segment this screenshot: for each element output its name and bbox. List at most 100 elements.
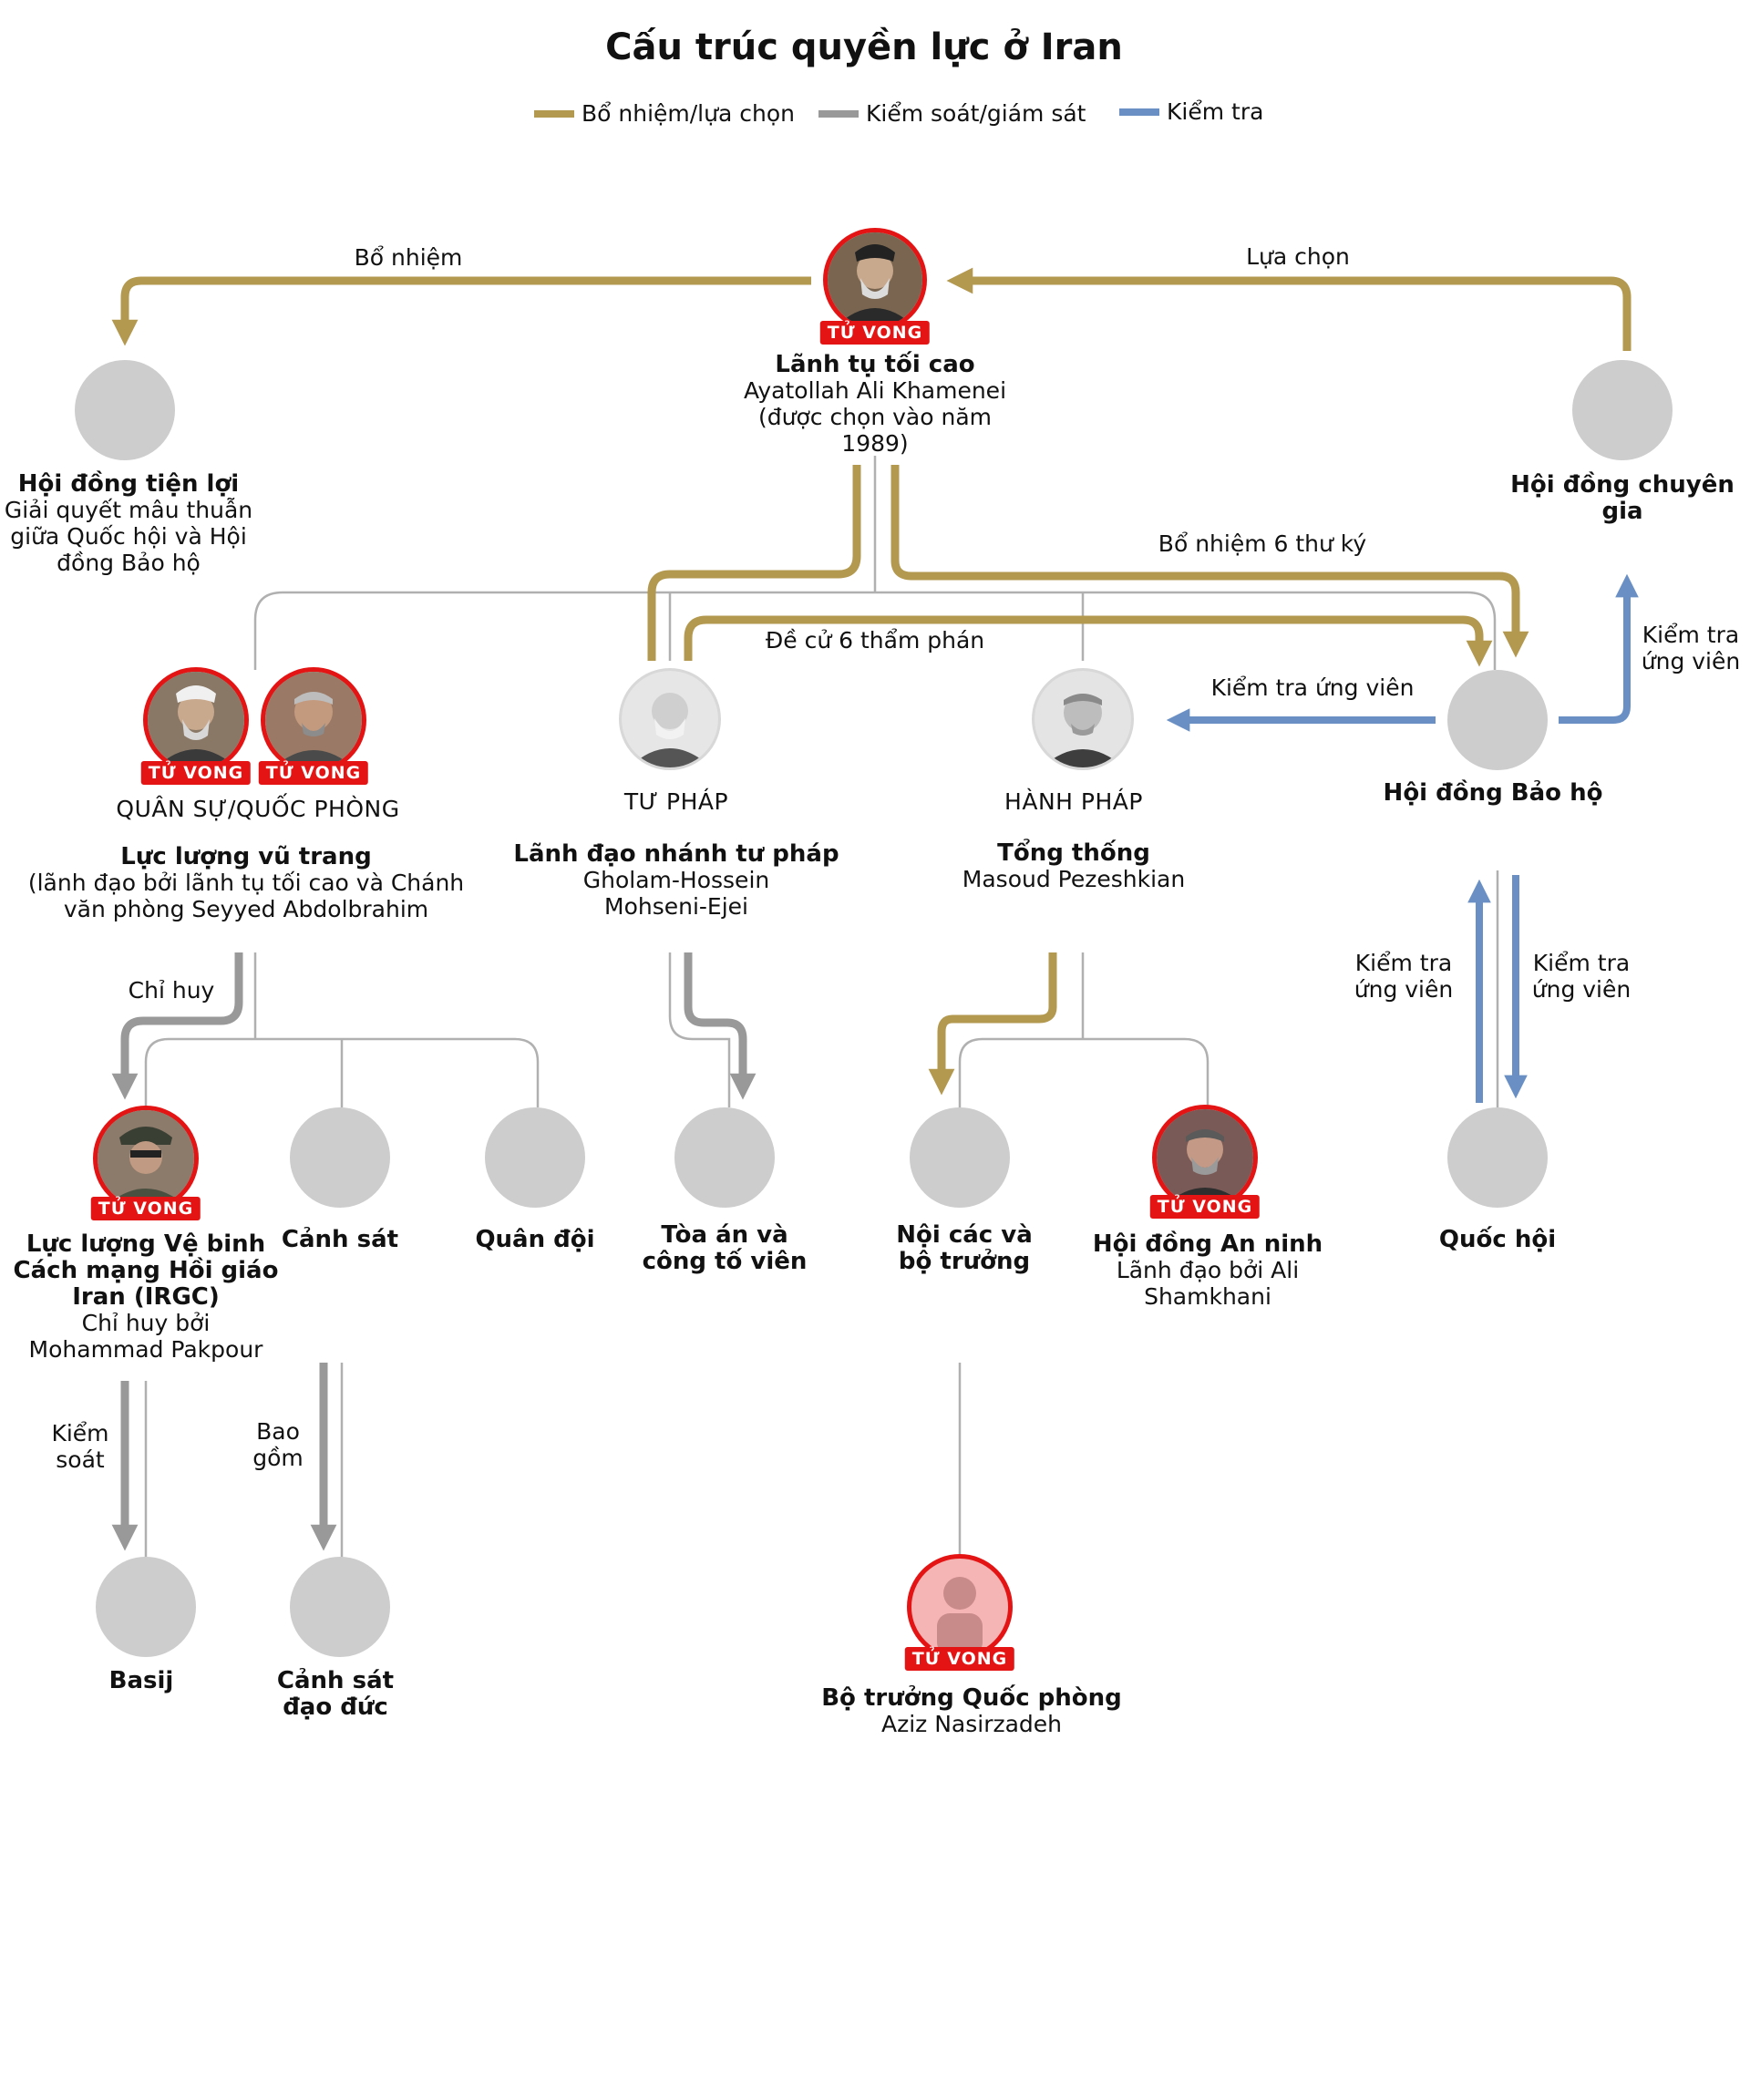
irgc-title-3: Iran (IRGC) [72, 1283, 220, 1311]
expediency-council-title: Hội đồng tiện lợi [17, 470, 240, 498]
portrait-icon [1157, 1109, 1253, 1206]
supreme-leader-photo [823, 228, 927, 332]
judiciary-chief-photo [619, 668, 721, 770]
control-lines [111, 952, 757, 1551]
president-photo [1032, 668, 1134, 770]
guardian-council-circle [1447, 670, 1548, 770]
basij-title: Basij [108, 1667, 174, 1694]
category-military: QUÂN SỰ/QUỐC PHÒNG [116, 796, 400, 822]
armed-forces-desc-2: văn phòng Seyyed Abdolbrahim [63, 896, 429, 922]
irgc-desc-1: Chỉ huy bởi [81, 1310, 211, 1336]
judiciary-chief-name-2: Mohseni-Ejei [604, 893, 748, 920]
armed-forces-desc-1: (lãnh đạo bởi lãnh tụ tối cao và Chánh [27, 870, 465, 896]
cabinet-title-2: bộ trưởng [898, 1248, 1031, 1275]
security-council-desc-1: Lãnh đạo bởi Ali [1116, 1257, 1300, 1283]
portrait-icon [148, 672, 244, 768]
president-name: Masoud Pezeshkian [962, 866, 1186, 892]
legend-swatch-check [1119, 108, 1159, 116]
army-title: Quân đội [475, 1226, 595, 1253]
supreme-leader-note: (được chọn vào năm [757, 404, 993, 430]
legend-appoint: Bổ nhiệm/lựa chọn [534, 100, 795, 127]
legend-label-check: Kiểm tra [1167, 98, 1264, 125]
portrait-icon [1035, 671, 1131, 767]
legend-label-control: Kiểm soát/giám sát [866, 100, 1086, 127]
defense-minister-photo [907, 1554, 1013, 1660]
irgc-title-2: Cách mạng Hồi giáo [13, 1257, 279, 1284]
irgc-title-1: Lực lượng Vệ binh [26, 1230, 266, 1258]
legend-swatch-control [818, 109, 859, 118]
armed-forces-title: Lực lượng vũ trang [120, 843, 372, 870]
hierarchy-lines [144, 456, 1499, 1559]
morality-police-title-2: đạo đức [283, 1693, 388, 1721]
check-lines [1166, 573, 1639, 1103]
expediency-council-desc-1: Giải quyết mâu thuẫn [4, 497, 253, 523]
label-include-2: gồm [252, 1445, 304, 1471]
defense-minister-name: Aziz Nasirzadeh [880, 1711, 1063, 1737]
label-include-1: Bao [256, 1418, 300, 1445]
label-vet-left-1: Kiểm tra [1354, 950, 1453, 976]
label-vet-left-2: ứng viên [1354, 976, 1454, 1003]
category-judiciary: TƯ PHÁP [623, 788, 729, 815]
person-placeholder-icon [937, 1577, 983, 1655]
label-appoint-6-secretaries: Bổ nhiệm 6 thư ký [1158, 530, 1367, 557]
deceased-badge: TỬ VONG [90, 1197, 201, 1220]
category-executive: HÀNH PHÁP [1004, 788, 1143, 815]
judiciary-chief-title: Lãnh đạo nhánh tư pháp [513, 840, 839, 868]
courts-title-2: công tố viên [642, 1248, 808, 1275]
police-circle [290, 1107, 390, 1208]
guardian-council-title: Hội đồng Bảo hộ [1383, 779, 1603, 807]
portrait-icon [265, 672, 362, 768]
portrait-icon [622, 671, 718, 767]
defense-minister-title: Bộ trưởng Quốc phòng [821, 1684, 1122, 1712]
deceased-badge: TỬ VONG [819, 321, 931, 345]
deceased-badge: TỬ VONG [904, 1647, 1015, 1671]
legend-check: Kiểm tra [1119, 98, 1263, 125]
assembly-of-experts-title-2: gia [1601, 498, 1643, 525]
security-council-desc-2: Shamkhani [1144, 1283, 1271, 1310]
label-command: Chỉ huy [128, 977, 215, 1004]
parliament-circle [1447, 1107, 1548, 1208]
label-vet-experts-1: Kiểm tra [1642, 622, 1740, 648]
courts-circle [674, 1107, 775, 1208]
cabinet-title-1: Nội các và [896, 1221, 1033, 1249]
assembly-of-experts-title-1: Hội đồng chuyên [1510, 471, 1735, 499]
label-vet-candidates-exec: Kiểm tra ứng viên [1210, 674, 1415, 701]
expediency-council-desc-2: giữa Quốc hội và Hội [10, 523, 247, 550]
assembly-of-experts-circle [1572, 360, 1673, 460]
irgc-commander-photo [93, 1106, 199, 1211]
expediency-council-circle [75, 360, 175, 460]
deceased-badge: TỬ VONG [1149, 1195, 1261, 1219]
portrait-icon [98, 1110, 194, 1207]
police-title: Cảnh sát [281, 1226, 399, 1253]
label-select: Lựa chọn [1246, 243, 1350, 270]
president-title: Tổng thống [997, 839, 1150, 867]
morality-police-circle [290, 1557, 390, 1657]
legend-control: Kiểm soát/giám sát [818, 100, 1086, 127]
army-circle [485, 1107, 585, 1208]
portrait-icon [828, 232, 922, 327]
morality-police-title-1: Cảnh sát [276, 1667, 395, 1694]
label-vet-experts-2: ứng viên [1641, 648, 1741, 674]
legend-label-appoint: Bổ nhiệm/lựa chọn [582, 100, 795, 127]
appointment-lines [111, 267, 1632, 1096]
label-control-2: soát [56, 1446, 105, 1473]
irgc-desc-2: Mohammad Pakpour [28, 1336, 263, 1363]
label-control-1: Kiểm [51, 1420, 109, 1446]
label-appoint: Bổ nhiệm [354, 244, 463, 271]
label-vet-right-1: Kiểm tra [1532, 950, 1631, 976]
cabinet-circle [910, 1107, 1010, 1208]
diagram-title: Cấu trúc quyền lực ở Iran [605, 26, 1123, 68]
label-vet-right-2: ứng viên [1531, 976, 1632, 1003]
supreme-leader-name: Ayatollah Ali Khamenei [743, 377, 1007, 404]
deputy-commander-photo [261, 667, 366, 773]
legend-swatch-appoint [534, 109, 574, 118]
basij-circle [96, 1557, 196, 1657]
parliament-title: Quốc hội [1438, 1226, 1557, 1253]
courts-title-1: Tòa án và [661, 1221, 788, 1249]
deceased-badge: TỬ VONG [140, 761, 252, 785]
security-council-title: Hội đồng An ninh [1092, 1230, 1323, 1258]
judiciary-chief-name-1: Gholam-Hossein [582, 867, 770, 893]
supreme-leader-year: 1989) [841, 430, 909, 457]
